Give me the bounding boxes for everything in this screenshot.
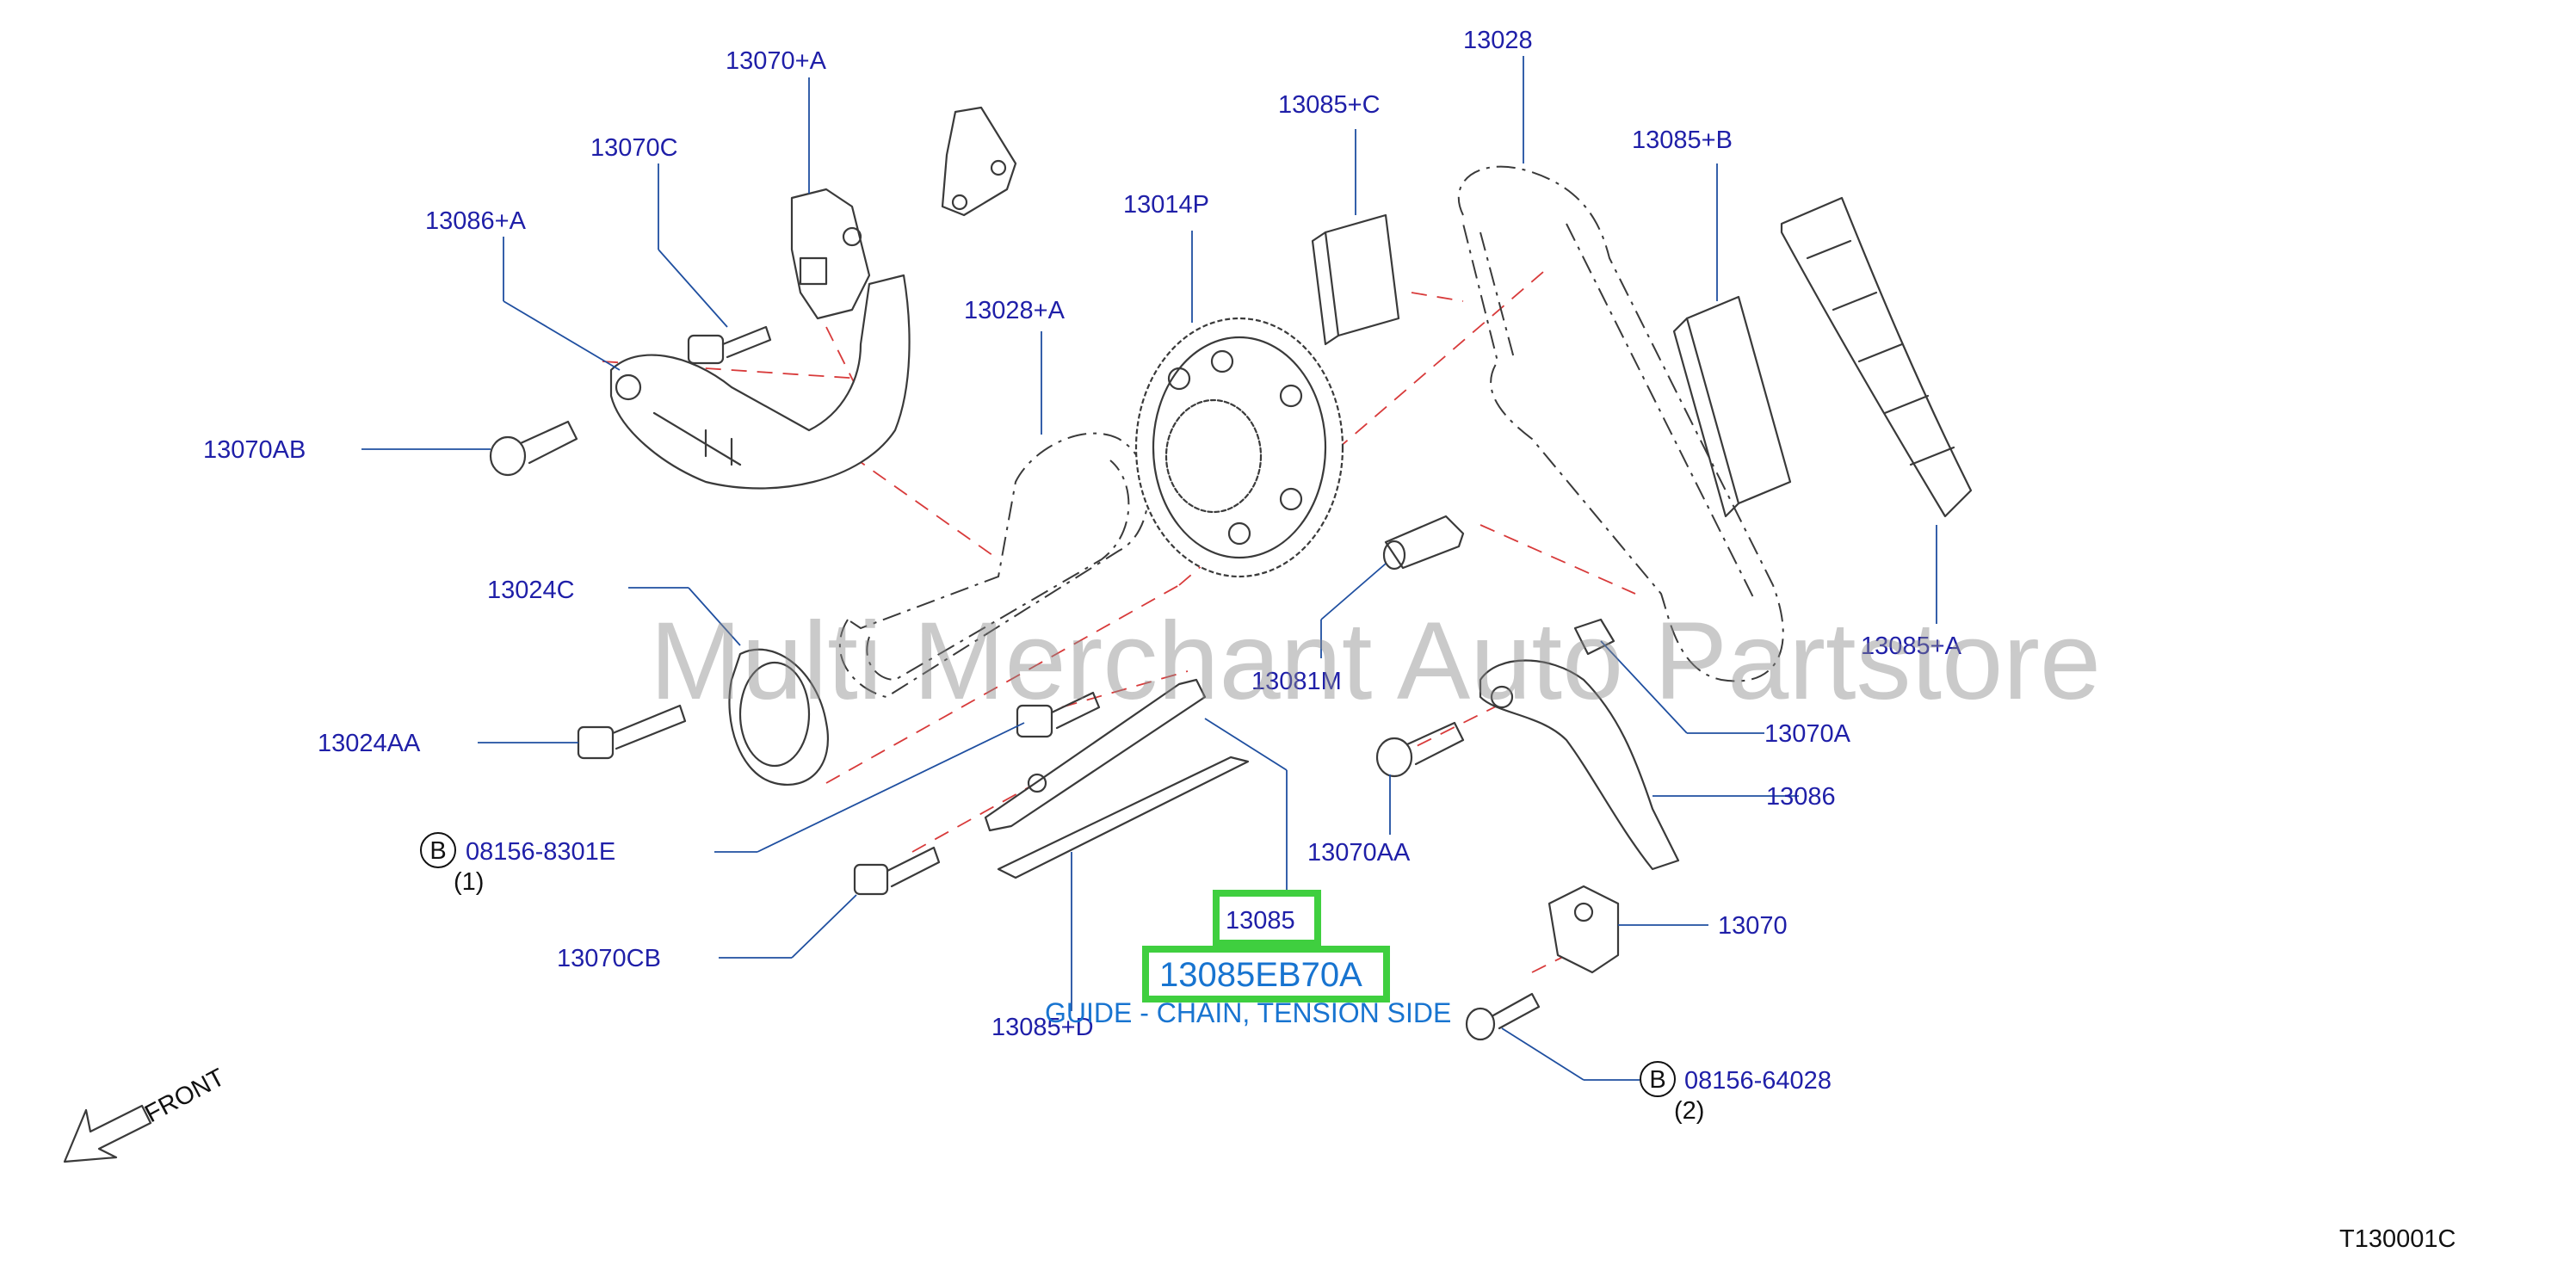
highlight-box-part-number: [1142, 946, 1390, 1002]
guide-13085a: [1780, 196, 1973, 518]
bolt-08156-8301e: [1016, 691, 1101, 738]
label-13070a-plus[interactable]: 13070+A: [726, 47, 827, 75]
qty-08156-64028: (2): [1674, 1097, 1704, 1125]
gasket-plate: [941, 106, 1017, 217]
label-13028[interactable]: 13028: [1463, 27, 1533, 54]
label-13085c-plus[interactable]: 13085+C: [1278, 91, 1381, 119]
selected-part-number[interactable]: 13085EB70A: [1159, 956, 1362, 994]
label-13028a-plus[interactable]: 13028+A: [964, 297, 1066, 324]
sprocket-13014p: [1134, 317, 1344, 578]
guide-13085[interactable]: [984, 678, 1207, 832]
label-13085b-plus[interactable]: 13085+B: [1632, 126, 1733, 154]
label-13070aa[interactable]: 13070AA: [1307, 839, 1411, 867]
leader-lines: [361, 56, 1937, 1081]
label-13024aa[interactable]: 13024AA: [318, 730, 421, 757]
label-13070c[interactable]: 13070C: [590, 134, 678, 162]
pin-13081m: [1382, 515, 1465, 571]
bolt-13070c: [687, 325, 772, 365]
qty-08156-8301e: (1): [454, 868, 484, 896]
label-13086[interactable]: 13086: [1766, 783, 1836, 811]
label-13070ab[interactable]: 13070AB: [203, 436, 306, 464]
tensioner-arm-13086a: [609, 274, 911, 490]
guide-13085c: [1311, 213, 1400, 346]
front-label: FRONT: [140, 1064, 229, 1128]
bolt-08156-64028: [1465, 992, 1541, 1041]
tensioner-arm-13086: [1479, 659, 1680, 871]
label-13070cb[interactable]: 13070CB: [557, 945, 661, 972]
label-13070a[interactable]: 13070A: [1764, 720, 1851, 748]
label-08156-8301e[interactable]: 08156-8301E: [466, 838, 615, 866]
tensioner-13070a-plus: [790, 188, 871, 320]
bolt-13024aa: [577, 704, 687, 760]
label-13085[interactable]: 13085: [1226, 907, 1295, 935]
part-labels: 13070+A 13070C 13086+A 13070AB 13028+A 1…: [203, 27, 1962, 1125]
bolt-marker-letter: B: [429, 837, 446, 865]
diagram-code: T130001C: [2339, 1225, 2456, 1253]
label-13070[interactable]: 13070: [1718, 912, 1788, 940]
gasket-13024c: [728, 648, 829, 786]
label-13014p[interactable]: 13014P: [1123, 191, 1209, 219]
bolt-marker-letter: B: [1649, 1066, 1665, 1094]
pin-13070ab: [489, 420, 578, 477]
bolt-13070cb: [853, 846, 941, 896]
label-08156-64028[interactable]: 08156-64028: [1684, 1067, 1832, 1095]
highlight-box-13085: [1213, 890, 1321, 947]
selected-part-highlight[interactable]: 13085 13085EB70A GUIDE - CHAIN, TENSION …: [1045, 890, 1451, 1028]
label-13081m[interactable]: 13081M: [1251, 668, 1342, 695]
label-13086a-plus[interactable]: 13086+A: [425, 207, 527, 235]
guide-13085b: [1672, 295, 1792, 518]
bolt-marker-1: B: [420, 832, 456, 868]
guide-13085d: [997, 756, 1250, 879]
tensioner-13070: [1547, 885, 1620, 974]
label-13024c[interactable]: 13024C: [487, 577, 575, 604]
bolt-marker-2: B: [1640, 1061, 1676, 1097]
selected-part-description: GUIDE - CHAIN, TENSION SIDE: [1045, 997, 1451, 1028]
pin-13070aa: [1375, 721, 1465, 778]
label-13085d-plus[interactable]: 13085+D: [991, 1014, 1094, 1041]
front-arrow-icon: [63, 1104, 152, 1163]
label-13085a-plus[interactable]: 13085+A: [1861, 632, 1962, 660]
secondary-chain-13028a: [838, 432, 1149, 699]
primary-chain-13028: [1457, 165, 1784, 682]
watermark: Multi Merchant Auto Partstore: [650, 600, 2101, 723]
